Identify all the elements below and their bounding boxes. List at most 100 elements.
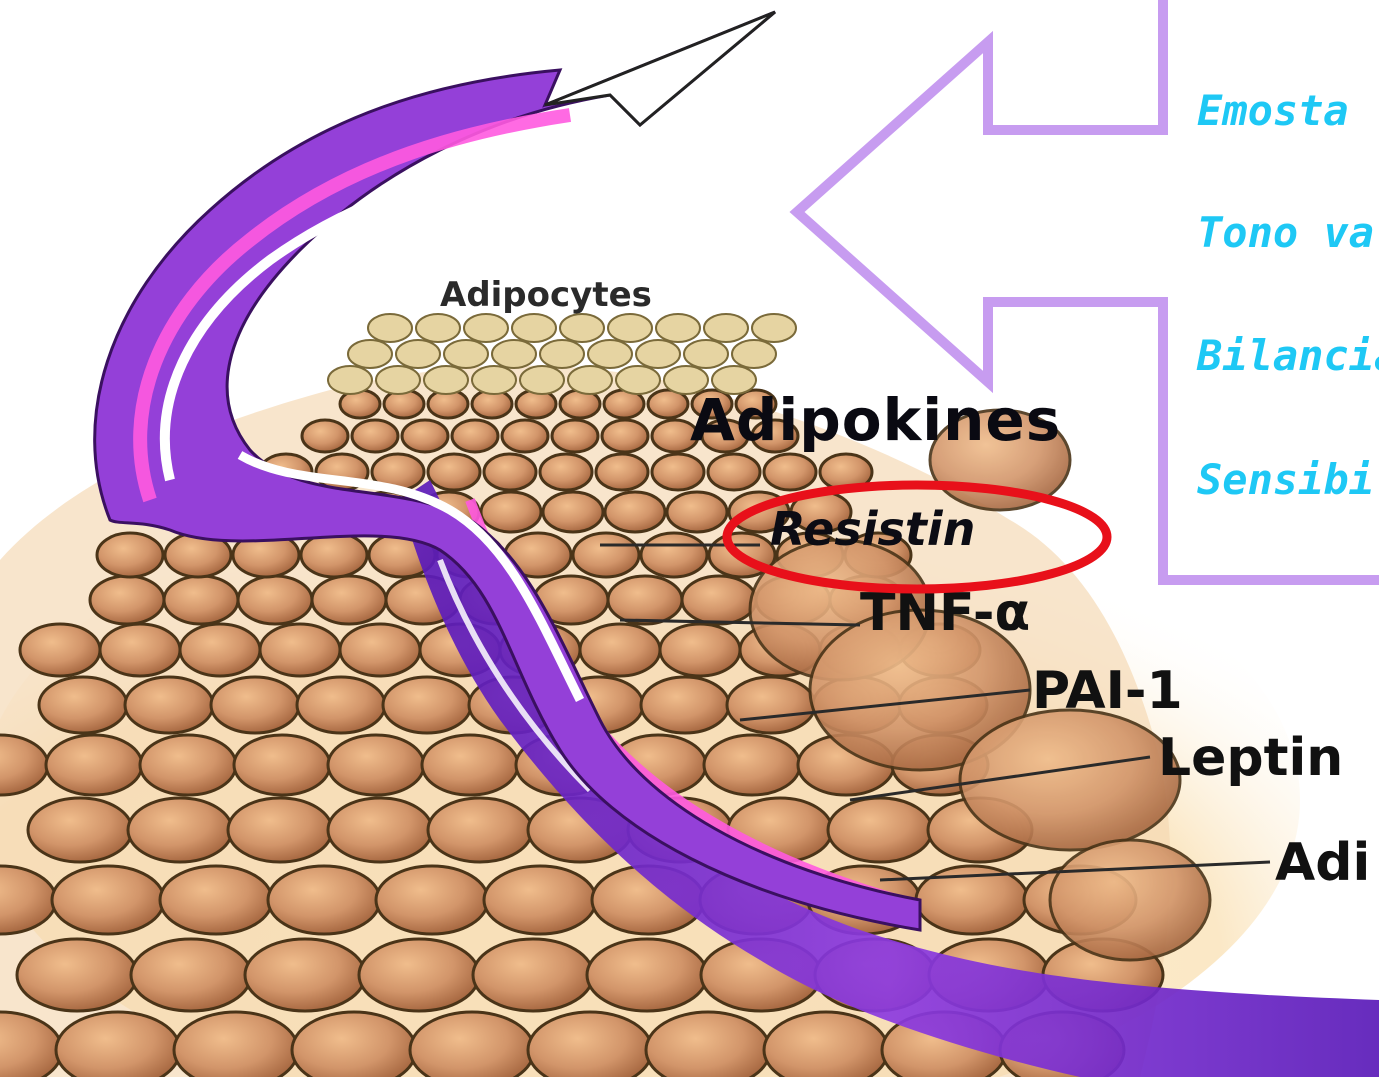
adipocyte-cell (428, 454, 480, 490)
adipocyte-cell (211, 677, 299, 733)
adipocyte-cell (667, 492, 727, 532)
adipocyte-cell (180, 624, 260, 676)
adipocyte-cell (608, 576, 682, 624)
label-resistin: Resistin (770, 502, 975, 556)
function-item: Tono va (1197, 208, 1374, 257)
adipocyte-cell (100, 624, 180, 676)
adipocyte-cell (348, 340, 392, 368)
adipocyte-cell (568, 366, 612, 394)
label-leptin: Leptin (1158, 728, 1343, 788)
adipocyte-cell (596, 454, 648, 490)
adipocyte-cell (428, 798, 532, 862)
adipocyte-cell (340, 624, 420, 676)
adipocyte-cell (727, 677, 815, 733)
adipocyte-cell (383, 677, 471, 733)
adipocyte-cell (472, 366, 516, 394)
label-adipocytes: Adipocytes (440, 275, 652, 315)
adipocyte-cell (328, 735, 424, 795)
adipocyte-cell (484, 866, 596, 934)
adipocyte-cell (540, 454, 592, 490)
adipocyte-cell (636, 340, 680, 368)
adipocyte-cell (368, 314, 412, 342)
adipocyte-cell (602, 420, 648, 452)
adipocyte-cell (268, 866, 380, 934)
adipocyte-cell (543, 492, 603, 532)
adipocyte-cell (228, 798, 332, 862)
adipocyte-cell (708, 454, 760, 490)
adipocyte-cell (20, 624, 100, 676)
adipocyte-cell (682, 576, 756, 624)
adipocyte-cell (52, 866, 164, 934)
label-pai-1: PAI-1 (1032, 661, 1183, 721)
adipocyte-cell (302, 420, 348, 452)
adipocyte-cell (174, 1012, 298, 1077)
adipocyte-cell (588, 340, 632, 368)
adipocyte-cell (660, 624, 740, 676)
adipocyte-cell (410, 1012, 534, 1077)
adipocyte-cell (125, 677, 213, 733)
adipocyte-cell (573, 533, 639, 577)
adipocyte-cell (312, 576, 386, 624)
adipocyte-cell (520, 366, 564, 394)
adipocyte-cell (684, 340, 728, 368)
adipocyte-cell (704, 314, 748, 342)
adipocyte-cell (481, 492, 541, 532)
adipocyte-cell (328, 798, 432, 862)
function-item: Emosta (1197, 86, 1349, 135)
adipocyte-cell (704, 735, 800, 795)
label-adi: Adi (1275, 833, 1370, 893)
adipocyte-cell (56, 1012, 180, 1077)
adipocyte-cell (560, 314, 604, 342)
adipocyte-cell (402, 420, 448, 452)
adipocyte-cell (164, 576, 238, 624)
function-list: Emosta Tono va Bilancia Sensibi (1196, 86, 1379, 504)
adipocyte-cell (605, 492, 665, 532)
adipocyte-cell (376, 866, 488, 934)
adipocyte-cell (512, 314, 556, 342)
adipocyte-cell (245, 939, 365, 1011)
adipocyte-cell (160, 866, 272, 934)
adipocyte-cell (131, 939, 251, 1011)
adipocyte-cell (416, 314, 460, 342)
adipocyte-cell (422, 735, 518, 795)
adipocyte-cell (580, 624, 660, 676)
adipocyte-cell (97, 533, 163, 577)
adipocyte-cell (641, 677, 729, 733)
adipocyte-cell (656, 314, 700, 342)
adipocyte-cell (301, 533, 367, 577)
adipocyte-cell (328, 366, 372, 394)
adipocyte-cell (464, 314, 508, 342)
adipocyte-cell (359, 939, 479, 1011)
adipocyte-cell (473, 939, 593, 1011)
adipocyte-cell (752, 314, 796, 342)
adipocyte-cell (260, 624, 340, 676)
adipocyte-cell (352, 420, 398, 452)
adipocyte-cell (587, 939, 707, 1011)
adipocyte-cell (502, 420, 548, 452)
adipocyte-cell (828, 798, 932, 862)
adipocyte-cell (452, 420, 498, 452)
adipocyte-cell (641, 533, 707, 577)
adipocyte-cell (616, 366, 660, 394)
adipocyte-cell (297, 677, 385, 733)
adipocyte-cell (492, 340, 536, 368)
adipocyte-cell (90, 576, 164, 624)
adipocyte-cell (140, 735, 236, 795)
adipocyte-cell (764, 1012, 888, 1077)
function-item: Sensibi (1197, 455, 1374, 504)
label-adipokines: Adipokines (690, 386, 1061, 454)
adipocyte-cell (652, 454, 704, 490)
adipocyte-cell (39, 677, 127, 733)
adipocyte-cell (552, 420, 598, 452)
adipocyte-cell (396, 340, 440, 368)
adipocyte-cell (238, 576, 312, 624)
adipocyte-cell (128, 798, 232, 862)
adipocyte-cell (608, 314, 652, 342)
adipocyte-cell (540, 340, 584, 368)
adipocyte-cell (424, 366, 468, 394)
function-item: Bilancia (1196, 331, 1379, 380)
adipocyte-cell (732, 340, 776, 368)
adipocyte-cell (646, 1012, 770, 1077)
adipocyte-cell (46, 735, 142, 795)
